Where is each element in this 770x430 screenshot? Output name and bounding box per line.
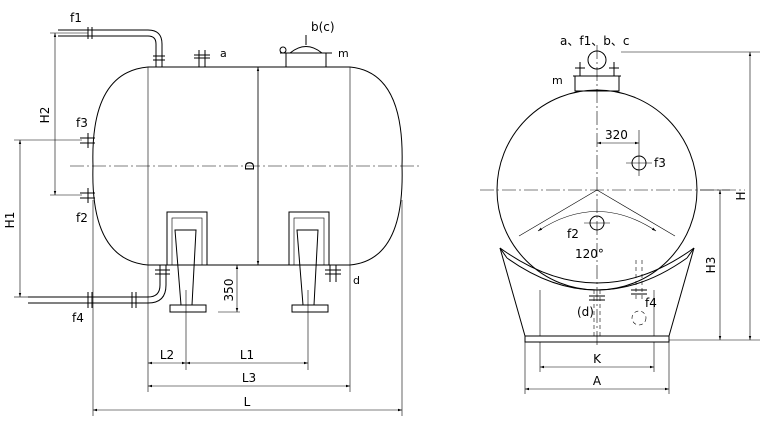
dimension-a: A	[524, 342, 670, 394]
dim-l-label: L	[244, 395, 251, 409]
dim-h-label: H	[734, 191, 748, 200]
nozzle-d	[325, 265, 341, 282]
dim-a-label: A	[593, 374, 602, 388]
nozzle-f2	[80, 188, 95, 203]
angle-label: 120°	[575, 247, 604, 261]
dimension-h2: H2	[38, 32, 88, 196]
dimension-l: L	[92, 200, 403, 416]
label-d: d	[353, 274, 360, 287]
label-f2-end: f2	[567, 227, 579, 241]
dimension-320: 320	[597, 128, 640, 150]
dim-d-label: D	[243, 161, 257, 170]
dimension-k: K	[539, 342, 655, 372]
dim-l1-label: L1	[240, 348, 254, 362]
dimension-l3: L3	[148, 265, 351, 392]
dim-k-label: K	[593, 352, 602, 366]
angle-120: 120°	[518, 189, 676, 261]
label-m: m	[338, 47, 349, 60]
label-m-end: m	[552, 74, 563, 87]
nozzle-f3	[80, 133, 95, 148]
dimension-l2: L2	[147, 265, 187, 392]
dimension-h: H	[621, 51, 760, 341]
label-d-end: (d)	[577, 305, 594, 319]
pipe-f1	[58, 27, 165, 67]
nozzle-f4-end	[631, 260, 647, 326]
dim-320-label: 320	[605, 128, 628, 142]
nozzle-a	[194, 50, 210, 67]
manhole	[279, 35, 332, 68]
label-nozzle-group: a、f1、b、c	[560, 34, 629, 48]
label-f4: f4	[72, 311, 84, 325]
label-bc: b(c)	[311, 20, 335, 34]
end-saddle	[499, 247, 695, 343]
label-f1: f1	[70, 11, 82, 25]
label-f3-end: f3	[654, 156, 666, 170]
label-f2: f2	[76, 211, 88, 225]
dim-h1-label: H1	[3, 212, 17, 229]
dimension-h3: H3	[700, 189, 730, 340]
dimension-h1: H1	[3, 139, 82, 298]
label-f3: f3	[76, 116, 88, 130]
hole-f3	[626, 150, 652, 176]
saddle-left	[166, 211, 208, 318]
label-a: a	[220, 47, 227, 60]
dimension-d: D	[243, 67, 260, 265]
saddle-right	[288, 211, 330, 318]
nozzle-d-end: (d)	[577, 290, 605, 336]
pipe-f4	[28, 265, 170, 308]
dimension-350: 350	[218, 265, 240, 313]
dim-h3-label: H3	[704, 257, 718, 274]
dim-l2-label: L2	[160, 348, 174, 362]
dim-350-label: 350	[222, 279, 236, 302]
end-view: 320 120° (d)	[480, 34, 760, 394]
side-view: H2 H1 D 350 L2 L1	[3, 11, 420, 416]
label-f4-end: f4	[645, 296, 657, 310]
dim-l3-label: L3	[242, 371, 256, 385]
top-nozzles	[573, 50, 621, 92]
dim-h2-label: H2	[38, 107, 52, 124]
dimension-l1: L1	[186, 318, 309, 370]
